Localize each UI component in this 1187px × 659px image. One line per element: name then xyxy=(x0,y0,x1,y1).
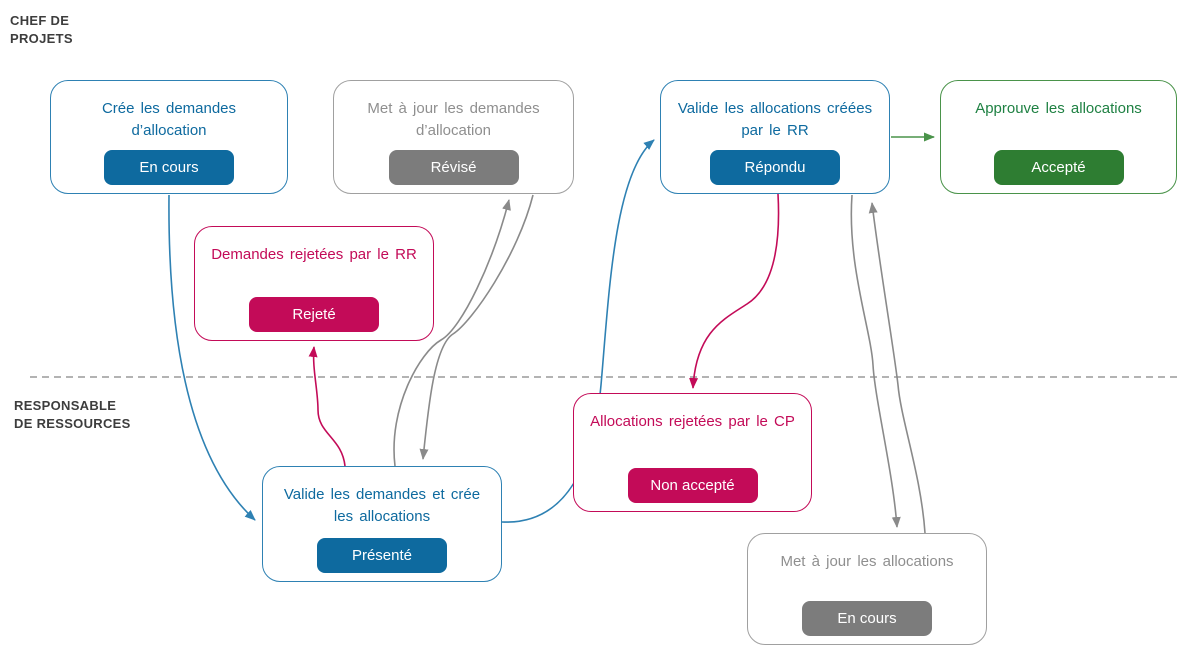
status-badge: Répondu xyxy=(710,150,840,185)
status-badge: Présenté xyxy=(317,538,447,573)
edge-validate-allocations-to-update-allocations xyxy=(850,194,901,528)
node-title: Met à jour les allocations xyxy=(780,553,954,570)
edge-update-allocations-to-validate-allocations xyxy=(868,202,926,534)
status-badge: Rejeté xyxy=(249,297,379,332)
node-title: Demandes rejetées par le RR xyxy=(211,246,417,263)
status-badge: Révisé xyxy=(388,150,519,185)
edge-create-requests-to-validate-requests xyxy=(168,194,256,521)
node-title: Met à jour les demandes d’allocation xyxy=(367,100,540,139)
edge-validate-requests-to-validate-allocations xyxy=(501,139,655,523)
edge-validate-requests-to-requests-rejected xyxy=(308,346,346,467)
node-update-allocations[interactable]: Met à jour les allocations En cours xyxy=(747,533,987,645)
node-validate-requests[interactable]: Valide les demandes et crée les allocati… xyxy=(262,466,502,582)
lane-label-responsable-de-ressources: RESPONSABLE DE RESSOURCES xyxy=(14,398,131,432)
node-title: Valide les allocations créées par le RR xyxy=(677,100,873,139)
node-title: Allocations rejetées par le CP xyxy=(590,413,795,430)
status-badge: Accepté xyxy=(993,150,1124,185)
node-title: Crée les demandes d’allocation xyxy=(101,100,237,139)
node-requests-rejected[interactable]: Demandes rejetées par le RR Rejeté xyxy=(194,226,434,341)
edge-validate-requests-to-update-requests xyxy=(393,199,511,467)
lane-label-chef-de-projets: CHEF DE PROJETS xyxy=(10,13,73,47)
node-title: Approuve les allocations xyxy=(975,100,1142,117)
status-badge: En cours xyxy=(104,150,234,185)
status-badge: Non accepté xyxy=(627,468,758,503)
node-approve-allocations[interactable]: Approuve les allocations Accepté xyxy=(940,80,1177,194)
node-create-requests[interactable]: Crée les demandes d’allocation En cours xyxy=(50,80,288,194)
node-title: Valide les demandes et crée les allocati… xyxy=(283,486,481,525)
edge-validate-allocations-to-allocations-rejected xyxy=(689,193,780,389)
node-validate-allocations[interactable]: Valide les allocations créées par le RR … xyxy=(660,80,890,194)
status-badge: En cours xyxy=(802,601,932,636)
edge-update-requests-to-validate-requests xyxy=(419,194,534,460)
node-allocations-rejected[interactable]: Allocations rejetées par le CP Non accep… xyxy=(573,393,812,512)
node-update-requests[interactable]: Met à jour les demandes d’allocation Rév… xyxy=(333,80,574,194)
